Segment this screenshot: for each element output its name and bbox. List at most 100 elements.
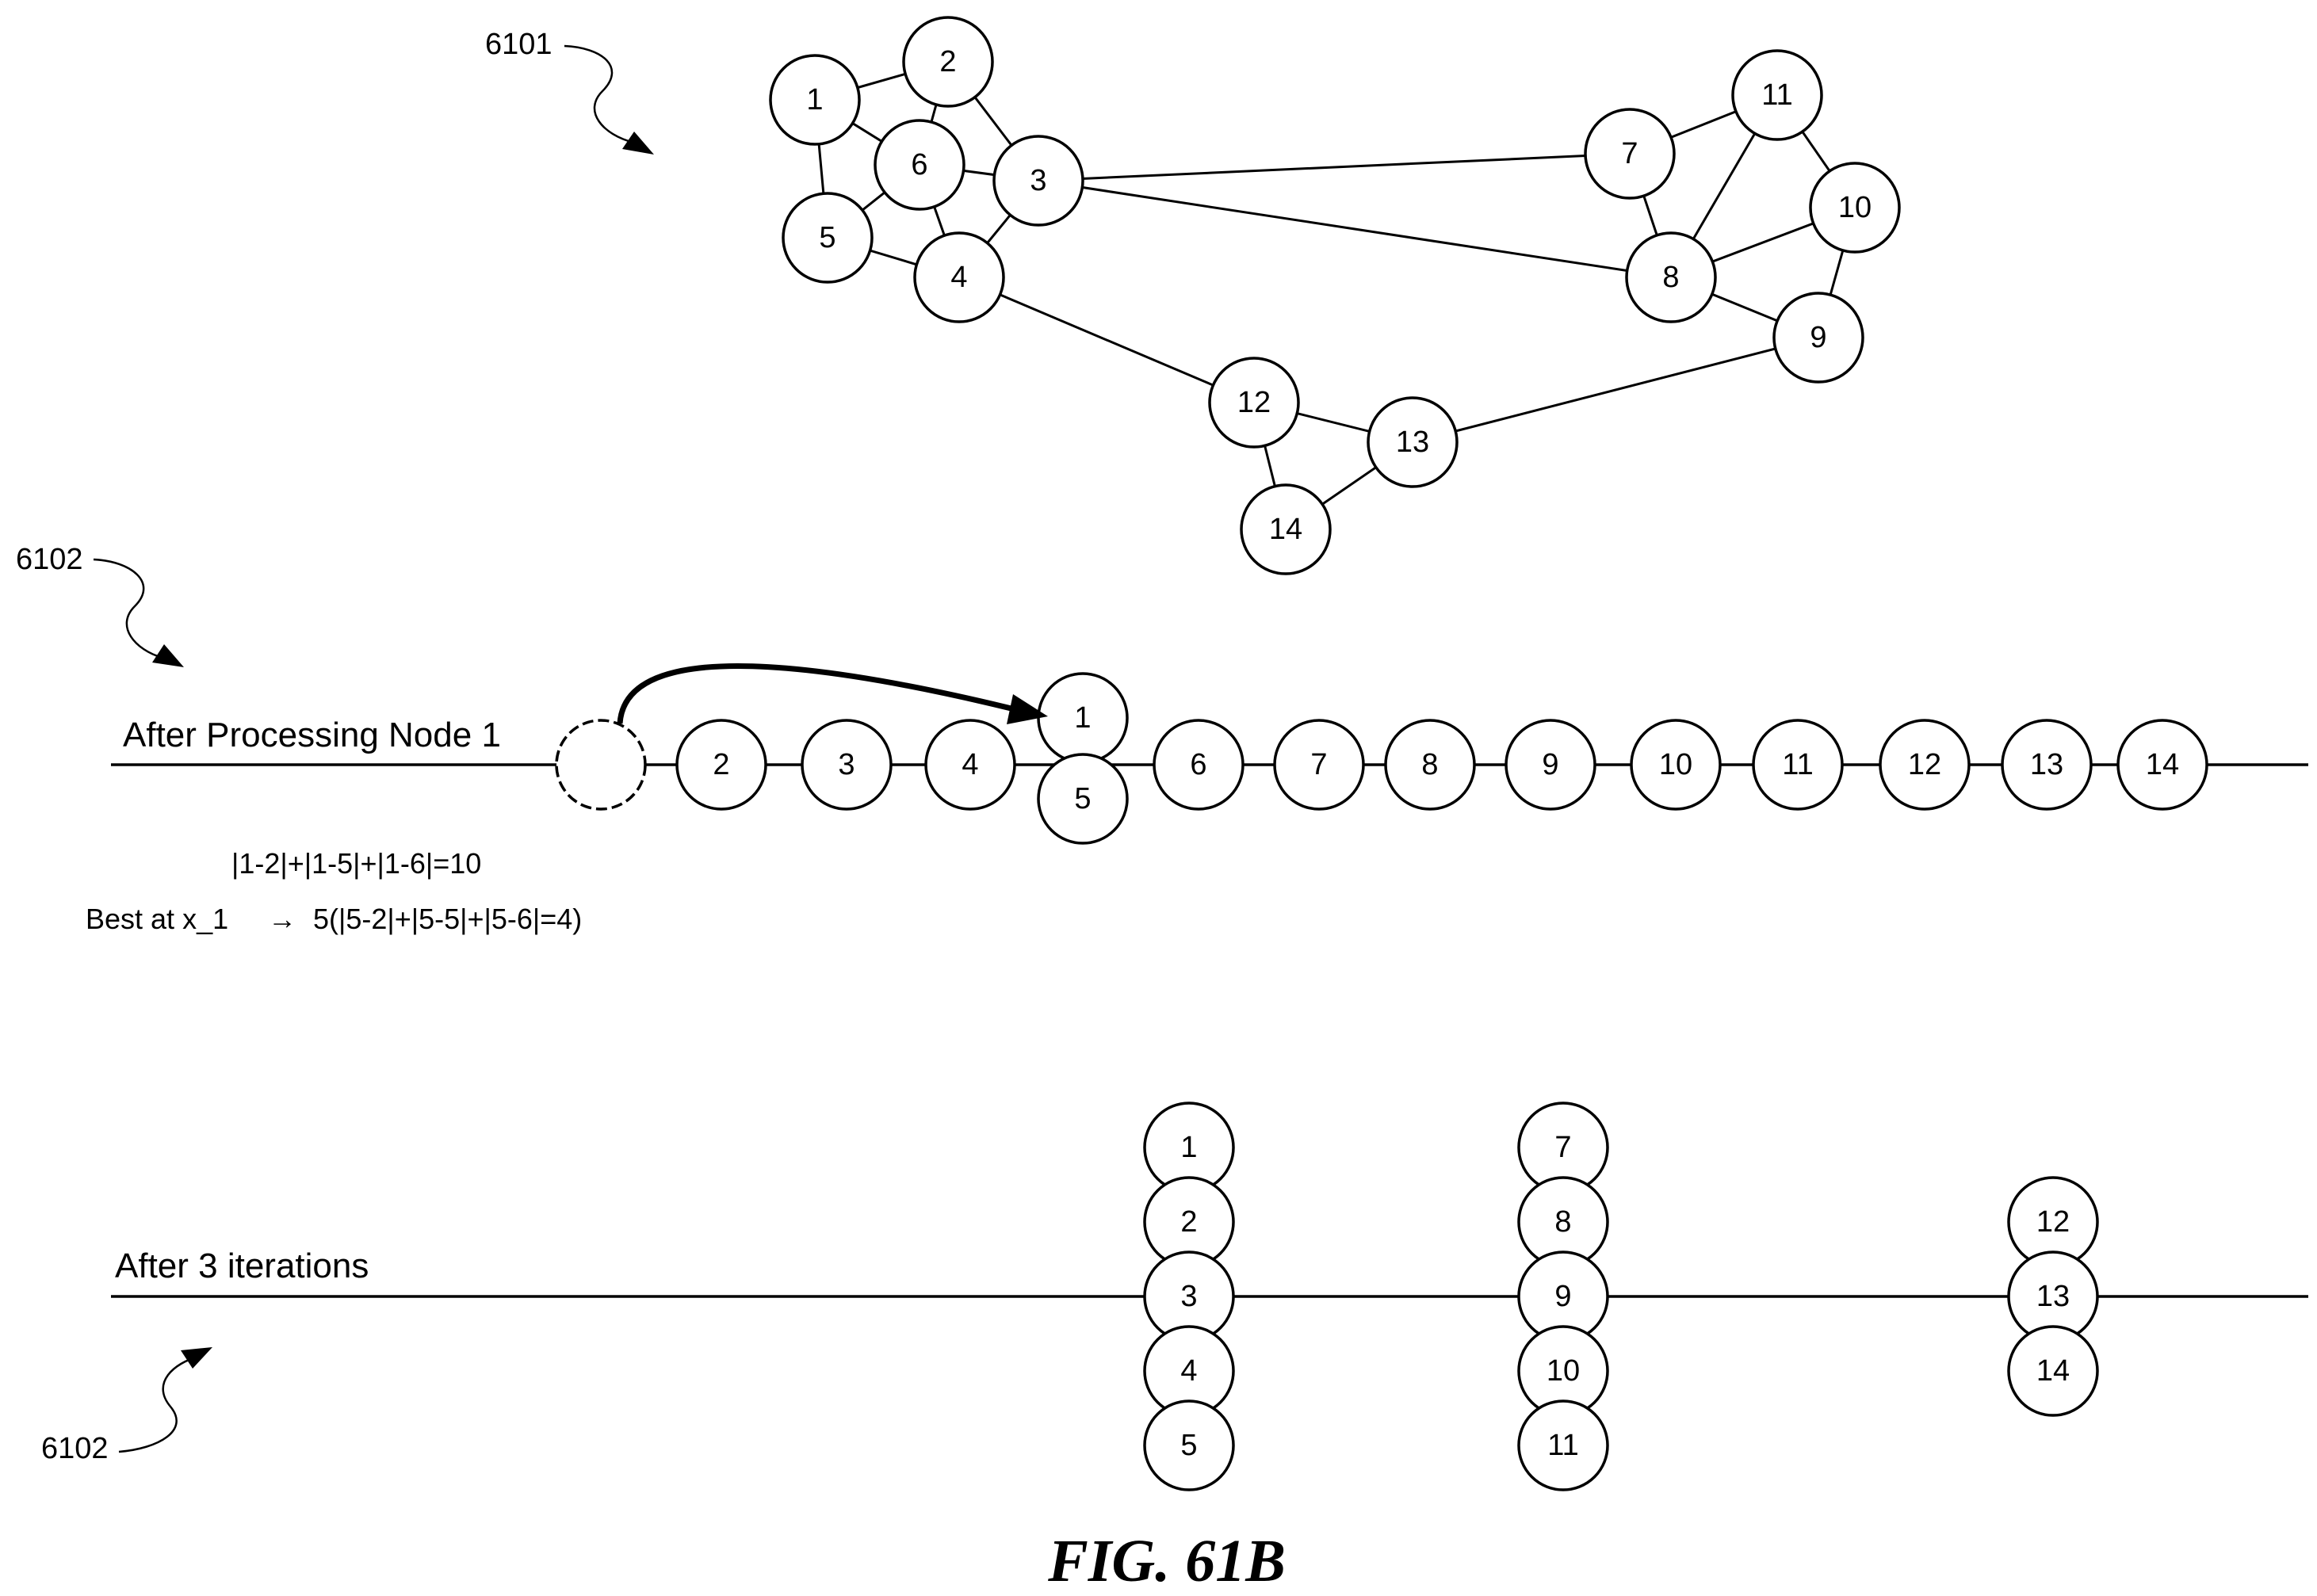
row1-node-12-label: 12 [1908,748,1941,781]
row2-cluster2-node-9-label: 9 [1554,1280,1571,1313]
graph-node-2-label: 2 [939,45,956,78]
ref-squiggle-6102-top [94,559,162,658]
row1-node-6: 6 [1154,720,1243,809]
ref-label-6102-top: 6102 [16,543,83,576]
row2-cluster2-node-11-label: 11 [1547,1429,1578,1462]
graph-node-3: 3 [994,136,1083,225]
calc-line-2-prefix: Best at x_1 [86,903,228,935]
ref-squiggle-6102-bottom [119,1357,198,1452]
graph-node-6-label: 6 [911,148,927,181]
row1-node-14-label: 14 [2146,748,2179,781]
ref-squiggle-6101 [564,46,634,143]
graph-edge-3-7 [1038,154,1630,181]
graph-node-5-label: 5 [819,221,835,254]
row1-node-11-label: 11 [1782,748,1813,781]
row1-node-9: 9 [1506,720,1595,809]
calc-line-1: |1-2|+|1-5|+|1-6|=10 [231,847,481,880]
row1-empty-slot [556,720,645,809]
reference-6101: 6101 [485,28,654,155]
graph-node-13-label: 13 [1396,426,1429,459]
graph-node-14-label: 14 [1269,513,1302,546]
graph-node-12: 12 [1210,358,1298,447]
row2-cluster3-node-14-label: 14 [2036,1354,2070,1388]
row2-cluster2-node-11: 11 [1519,1401,1608,1490]
graph-edge-3-8 [1038,181,1671,277]
graph-edge-9-13 [1413,338,1818,442]
row2-cluster1-node-2-label: 2 [1180,1205,1197,1239]
row1-node-2: 2 [677,720,766,809]
graph-node-1: 1 [770,55,859,144]
row1-node-5-label: 5 [1074,782,1091,815]
figure-caption: FIG. 61B [1047,1528,1286,1594]
row1-node-1: 1 [1038,674,1127,762]
row2-cluster2-node-8-label: 8 [1554,1205,1571,1239]
graph-node-1-label: 1 [806,83,823,116]
graph-node-7-label: 7 [1621,137,1638,170]
ref-label-6102-bottom: 6102 [41,1432,109,1465]
calc-line-2: Best at x_1 → 5(|5-2|+|5-5|+|5-6|=4) [86,903,582,935]
calc-line-2-suffix: 5(|5-2|+|5-5|+|5-6|=4) [313,903,582,935]
row1-node-14: 14 [2118,720,2207,809]
graph-node-5: 5 [783,193,872,282]
row1-node-7: 7 [1275,720,1363,809]
row2-cluster1-node-4-label: 4 [1180,1354,1197,1388]
row2-cluster3-node-13-label: 13 [2036,1280,2070,1313]
row1-node-8-label: 8 [1421,748,1438,781]
row1-empty-slot-circle [556,720,645,809]
calc-arrow-icon: → [268,903,296,935]
graph-node-12-label: 12 [1237,386,1271,419]
graph-node-8-label: 8 [1662,261,1679,294]
row1-node-6-label: 6 [1190,748,1206,781]
row1-title: After Processing Node 1 [123,716,501,754]
row1-node-9-label: 9 [1542,748,1558,781]
row1-node-10: 10 [1631,720,1720,809]
row2-cluster2-node-10-label: 10 [1547,1354,1580,1388]
row1-node-13: 13 [2002,720,2091,809]
row2-title: After 3 iterations [115,1247,369,1285]
row1-node-5: 5 [1038,754,1127,843]
graph-node-9: 9 [1774,293,1863,382]
ref-arrowhead-6101 [622,132,654,155]
row1-node-3: 3 [802,720,891,809]
graph-node-13: 13 [1368,398,1457,487]
row1-nodes: 2346789101112131415 [556,674,2207,843]
row1-node-12: 12 [1880,720,1969,809]
graph-node-3-label: 3 [1030,164,1046,197]
graph-node-2: 2 [904,17,992,106]
row1-node-10-label: 10 [1659,748,1692,781]
graph-node-10-label: 10 [1838,191,1872,224]
graph-node-11-label: 11 [1761,78,1792,112]
row2-cluster2-node-7-label: 7 [1554,1131,1571,1164]
row1-node-8: 8 [1386,720,1474,809]
graph-node-9-label: 9 [1810,321,1826,354]
row2-cluster1-node-1-label: 1 [1180,1131,1197,1164]
row2-cluster3-node-14: 14 [2009,1327,2097,1415]
row1-node-2-label: 2 [713,748,729,781]
ref-label-6101: 6101 [485,28,552,61]
graph-node-4: 4 [915,233,1004,322]
graph-nodes: 1234567891011121314 [770,17,1899,574]
row2-cluster1-node-5: 5 [1145,1401,1233,1490]
graph-node-6: 6 [875,120,964,209]
graph-node-10: 10 [1810,163,1899,252]
reference-6102-top: 6102 [16,543,184,667]
row1-node-7-label: 7 [1310,748,1327,781]
row1-node-4: 4 [926,720,1015,809]
reference-6102-bottom: 6102 [41,1347,212,1465]
graph-node-4-label: 4 [950,261,967,294]
move-arrow [620,666,1030,724]
row1-node-3-label: 3 [838,748,855,781]
row2-cluster3-node-12-label: 12 [2036,1205,2070,1239]
row2-cluster1-node-5-label: 5 [1180,1429,1197,1462]
row2-cluster1-node-3-label: 3 [1180,1280,1197,1313]
row1-node-13-label: 13 [2030,748,2063,781]
row1-node-4-label: 4 [962,748,978,781]
ref-arrowhead-6102-top [152,644,184,667]
row1-node-1-label: 1 [1074,701,1091,735]
graph-edge-4-12 [959,277,1254,403]
ref-arrowhead-6102-bottom [181,1347,212,1369]
graph-node-14: 14 [1241,485,1330,574]
graph-node-8: 8 [1627,233,1715,322]
graph-node-7: 7 [1585,109,1674,198]
